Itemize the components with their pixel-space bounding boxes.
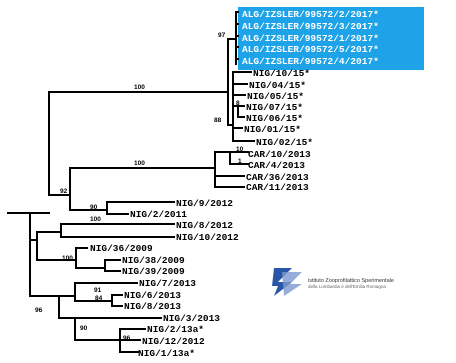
leaf-label: CAR/36/2013 xyxy=(246,172,309,183)
leaf-label: NIG/36/2009 xyxy=(90,243,153,254)
bootstrap-value: 100 xyxy=(62,255,73,262)
highlight-box xyxy=(238,7,424,70)
bootstrap-value: 96 xyxy=(123,335,131,342)
leaf-label: NIG/38/2009 xyxy=(122,255,185,266)
leaf-label: NIG/6/2013 xyxy=(124,290,181,301)
bootstrap-value: 92 xyxy=(60,188,68,195)
leaf-label: NIG/12/2012 xyxy=(142,336,205,347)
leaf-label: NIG/10/2012 xyxy=(176,232,239,243)
bootstrap-value: 97 xyxy=(218,32,226,39)
leaf-label: NIG/04/15* xyxy=(249,80,306,91)
bootstrap-value: 1 xyxy=(238,158,242,165)
bootstrap-value: 90 xyxy=(80,325,88,332)
leaf-labels: ALG/IZSLER/99572/2/2017*ALG/IZSLER/99572… xyxy=(90,9,379,359)
bootstrap-value: 96 xyxy=(35,307,43,314)
bootstrap-value: 90 xyxy=(90,204,98,211)
tree-branches xyxy=(7,11,255,353)
logo-text: istituto Zooprofilattico Sperimentale de… xyxy=(308,278,394,290)
leaf-label: NIG/39/2009 xyxy=(122,266,185,277)
leaf-label: NIG/8/2012 xyxy=(176,220,233,231)
leaf-label: CAR/4/2013 xyxy=(248,160,305,171)
bootstrap-value: 10 xyxy=(236,146,244,153)
logo-subtitle: della Lombardia e dell'Emilia Romagna xyxy=(308,284,386,289)
bootstrap-value: 91 xyxy=(94,287,102,294)
bootstrap-value: 84 xyxy=(95,295,103,302)
leaf-label: CAR/10/2013 xyxy=(248,149,311,160)
leaf-label: NIG/7/2013 xyxy=(139,278,196,289)
leaf-label: NIG/9/2012 xyxy=(176,198,233,209)
leaf-label: NIG/01/15* xyxy=(244,124,301,135)
leaf-label: ALG/IZSLER/99572/4/2017* xyxy=(242,56,379,67)
logo-mark-icon xyxy=(272,268,302,296)
bootstrap-value: 100 xyxy=(134,84,145,91)
bootstrap-value: 100 xyxy=(90,216,101,223)
leaf-label: NIG/06/15* xyxy=(246,113,303,124)
leaf-label: ALG/IZSLER/99572/2/2017* xyxy=(242,9,379,20)
leaf-label: NIG/2/2011 xyxy=(130,209,187,220)
leaf-label: NIG/02/15* xyxy=(256,137,313,148)
leaf-label: NIG/8/2013 xyxy=(124,301,181,312)
logo-name: istituto Zooprofilattico Sperimentale xyxy=(308,278,394,284)
bootstrap-value: 88 xyxy=(214,117,222,124)
leaf-label: NIG/10/15* xyxy=(253,68,310,79)
leaf-label: NIG/2/13a* xyxy=(147,324,204,335)
leaf-label: CAR/11/2013 xyxy=(246,182,309,193)
leaf-label: NIG/3/2013 xyxy=(163,313,220,324)
leaf-label: ALG/IZSLER/99572/1/2017* xyxy=(242,33,379,44)
leaf-label: NIG/07/15* xyxy=(246,102,303,113)
institute-logo xyxy=(272,268,302,296)
leaf-label: ALG/IZSLER/99572/3/2017* xyxy=(242,21,379,32)
bootstrap-value: 100 xyxy=(134,160,145,167)
leaf-label: NIG/1/13a* xyxy=(138,348,195,359)
bootstrap-value: 8 xyxy=(236,100,240,107)
leaf-label: ALG/IZSLER/99572/5/2017* xyxy=(242,44,379,55)
leaf-label: NIG/05/15* xyxy=(247,91,304,102)
